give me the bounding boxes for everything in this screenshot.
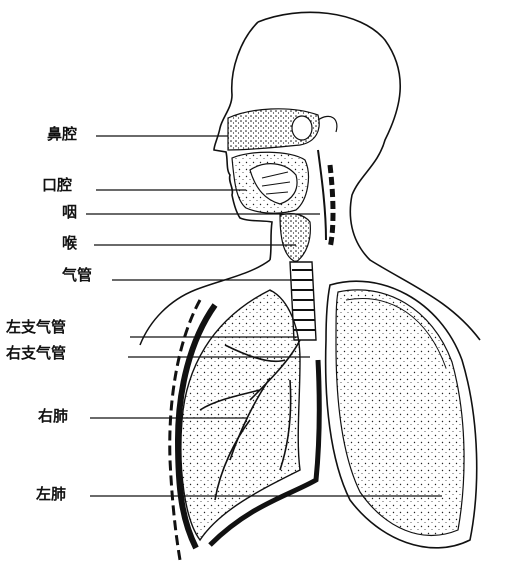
label-pharynx: 咽 xyxy=(62,205,77,220)
label-right-bronchus: 右支气管 xyxy=(6,346,66,361)
label-larynx: 喉 xyxy=(62,236,77,251)
label-oral-cavity: 口腔 xyxy=(42,178,72,193)
label-left-bronchus: 左支气管 xyxy=(6,320,66,335)
spine xyxy=(330,165,333,248)
trachea-rings xyxy=(292,270,316,330)
label-left-lung: 左肺 xyxy=(36,487,66,502)
ear xyxy=(318,116,337,132)
label-nasal-cavity: 鼻腔 xyxy=(47,127,77,142)
sinus xyxy=(292,116,312,140)
pharynx-wall xyxy=(318,150,326,240)
larynx-shape xyxy=(280,214,310,262)
label-trachea: 气管 xyxy=(62,268,92,283)
label-right-lung: 右肺 xyxy=(38,409,68,424)
